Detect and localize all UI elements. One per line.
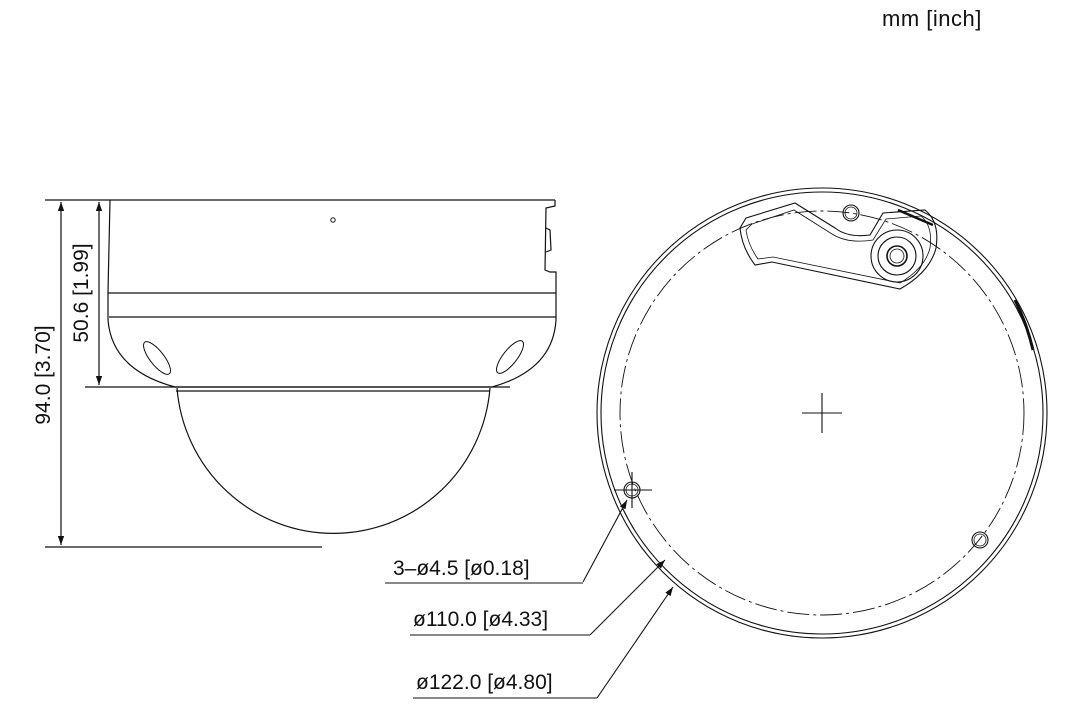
- right-slot: [496, 340, 524, 374]
- leader-pitch: [589, 559, 666, 636]
- cable-port-mid: [877, 236, 917, 276]
- bracket-ridge: [897, 208, 934, 227]
- leader-holes: [582, 499, 628, 583]
- cable-notch-inner: [545, 227, 552, 253]
- housing-outline: [107, 199, 557, 388]
- outer-diameter-label: ø122.0 [ø4.80]: [416, 671, 553, 694]
- dome-outline: [176, 387, 491, 534]
- edge-grip: [1013, 299, 1035, 351]
- left-slot: [143, 341, 171, 375]
- cable-bracket-inner: [745, 209, 931, 284]
- side-view: [45, 199, 557, 548]
- housing-height-label: 50.6 [1.99]: [70, 243, 93, 342]
- leader-outer: [596, 586, 674, 699]
- cable-port-outer: [870, 229, 924, 283]
- mount-hole-3: [842, 204, 860, 222]
- outer-circle-inner-edge: [600, 191, 1044, 635]
- mount-hole-2: [971, 531, 989, 549]
- hole-pitch-circle: [619, 210, 1025, 616]
- bottom-view: [385, 187, 1048, 699]
- cable-notch: [544, 200, 557, 283]
- outer-circle: [596, 187, 1048, 639]
- cable-port-inner: [886, 245, 908, 267]
- total-height-label: 94.0 [3.70]: [32, 325, 55, 424]
- indicator-hole: [330, 217, 336, 223]
- cable-bracket-outline: [739, 202, 938, 290]
- mount-holes-label: 3–ø4.5 [ø0.18]: [393, 557, 530, 580]
- hole-circle-label: ø110.0 [ø4.33]: [413, 608, 548, 631]
- units-label: mm [inch]: [882, 6, 982, 31]
